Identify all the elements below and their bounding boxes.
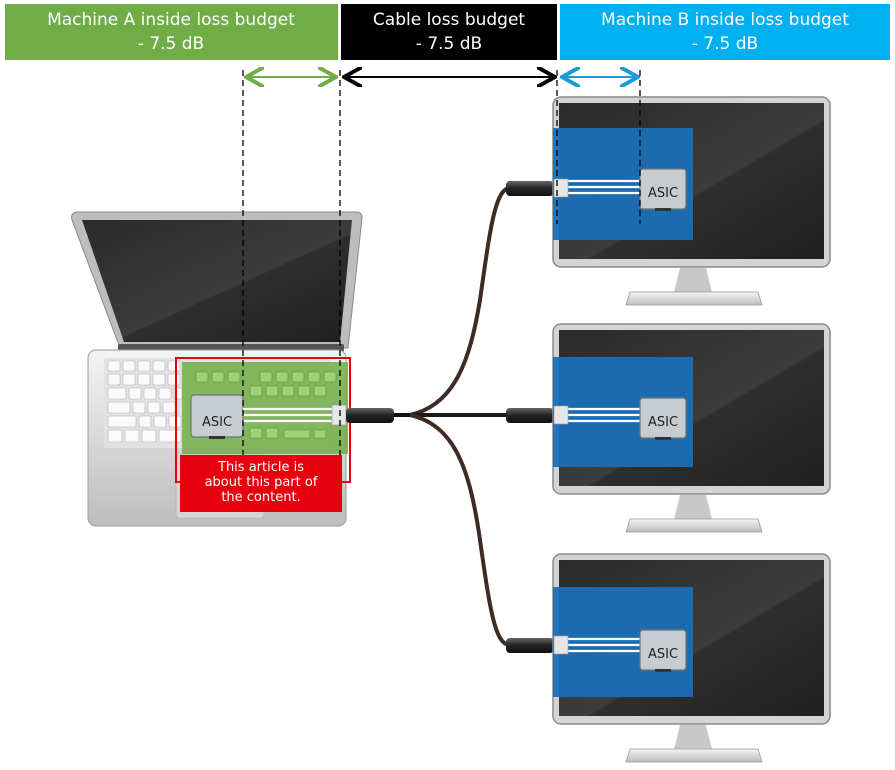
laptop-screen [82,220,352,342]
monitor-1-asic-pin [655,208,671,211]
monitor-3-asic-label: ASIC [648,647,678,662]
monitor-2-port [553,405,569,425]
monitor-3-neck [674,725,712,749]
monitor-1-neck [674,268,712,292]
monitor-1-stand [625,291,763,306]
header-machine-a: Machine A inside loss budget - 7.5 dB [5,4,338,60]
monitor-2-traces [566,407,640,423]
cable-to-monitor-3 [409,413,511,647]
header-cable: Cable loss budget - 7.5 dB [341,4,557,60]
header-machine-a-box [5,4,338,60]
header-machine-b-value: - 7.5 dB [692,34,758,54]
monitor-2-asic-label: ASIC [648,415,678,430]
focus-note: This article is about this part of the c… [180,455,342,512]
header-cable-value: - 7.5 dB [416,34,482,54]
plug-laptop [346,408,394,423]
header-machine-a-value: - 7.5 dB [138,34,204,54]
monitor-1-asic-label: ASIC [648,186,678,201]
cable-to-monitor-1 [409,186,511,417]
laptop-highlight: ASIC [182,362,348,454]
plug-monitor-3 [506,638,554,653]
monitor-3-stand [625,748,763,763]
header-machine-a-title: Machine A inside loss budget [47,10,295,30]
boundary-lines [242,70,641,455]
focus-note-line-1: This article is [217,460,304,475]
header-machine-b-box [560,4,890,60]
plug-monitor-2 [506,408,554,423]
focus-note-line-2: about this part of [205,475,318,490]
header-machine-b: Machine B inside loss budget - 7.5 dB [560,4,890,60]
header-machine-b-title: Machine B inside loss budget [601,10,849,30]
header-cable-title: Cable loss budget [373,10,526,30]
focus-note-box [180,455,342,512]
monitor-3: ASIC [552,553,831,763]
monitor-1-port [553,178,569,198]
laptop-asic-pin [209,436,225,439]
header-cable-box [341,4,557,60]
monitor-1-traces [566,179,640,195]
laptop-asic-label: ASIC [202,415,232,430]
monitor-1: ASIC [552,96,831,306]
focus-note-line-3: the content. [221,490,300,505]
monitor-2-neck [674,495,712,519]
monitor-2-stand [625,518,763,533]
monitor-2: ASIC [552,323,831,533]
monitor-3-traces [566,637,640,653]
monitor-3-port [553,635,569,655]
laptop-traces [243,407,332,423]
monitor-3-asic-pin [655,669,671,672]
laptop-port [331,404,347,426]
laptop-highlight-keys [195,371,337,439]
cables [346,181,554,653]
plug-monitor-1 [506,181,554,196]
monitor-2-asic-pin [655,437,671,440]
